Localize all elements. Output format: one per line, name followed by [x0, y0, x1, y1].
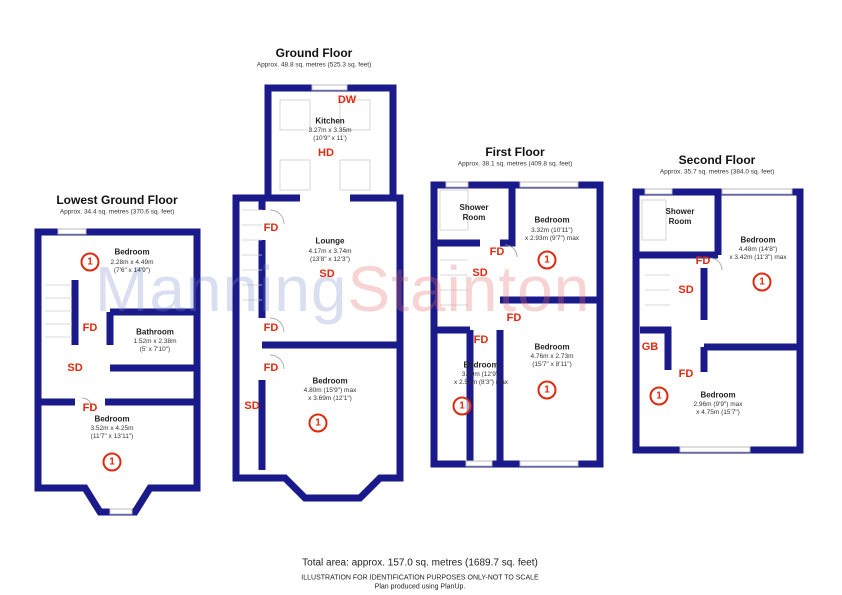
floor-title: Ground Floor	[275, 46, 353, 60]
fire-door-label: FD	[678, 368, 694, 380]
room-name: Bedroom	[463, 360, 499, 370]
fire-door-label: FD	[473, 334, 489, 346]
smoke-detector-label: SD	[472, 267, 488, 279]
room-dim-imperial: (13'8" x 12'3")	[310, 256, 350, 263]
heat-detector-label: HD	[318, 147, 334, 159]
fire-door-label: FD	[263, 222, 279, 234]
ground-inner-wall	[258, 194, 400, 470]
room-dim-metric: 2.28m x 4.49m	[110, 259, 154, 266]
room-dim-metric: 3.89m (12'9")	[461, 371, 501, 378]
bedroom-number-badge: 1	[308, 413, 328, 433]
room-dim-imperial: (7'6" x 14'9")	[113, 267, 151, 274]
room-dim-imperial: x 3.42m (11'3") max	[729, 254, 787, 261]
smoke-detector-label: SD	[67, 362, 83, 374]
floor-area: Approx. 38.1 sq. metres (409.8 sq. feet)	[457, 160, 573, 168]
room-dim-metric: 1.52m x 2.38m	[133, 338, 177, 345]
fire-door-label: FD	[695, 255, 711, 267]
room-dim-metric: 4.48m (14'8")	[738, 246, 778, 253]
room-dim-metric: 3.52m x 4.25m	[90, 425, 134, 432]
fire-door-label: FD	[82, 402, 98, 414]
room-dim-metric: 4.76m x 2.73m	[530, 353, 574, 360]
smoke-detector-label: SD	[678, 284, 694, 296]
room-dims: 3.27m x 3.35m(10'9" x 11')	[309, 127, 352, 143]
disclaimer: ILLUSTRATION FOR IDENTIFICATION PURPOSES…	[301, 574, 539, 582]
room-dim-imperial: (10'9" x 11')	[313, 135, 347, 142]
room-name: Bedroom	[114, 247, 150, 257]
fire-door-label: FD	[489, 246, 505, 258]
floor-title: Lowest Ground Floor	[56, 193, 178, 207]
bedroom-number-badge: 1	[752, 272, 772, 292]
watermark-text-1: Manning	[95, 253, 348, 325]
room-name: Shower Room	[459, 203, 489, 222]
room-name: Kitchen	[315, 116, 345, 126]
bedroom-number-badge: 1	[537, 380, 557, 400]
floor-area: Approx. 48.8 sq. metres (525.3 sq. feet)	[256, 61, 372, 69]
smoke-detector-label: SD	[244, 400, 260, 412]
room-name: Lounge	[315, 236, 345, 246]
room-dim-imperial: x 3.69m (12'1")	[308, 395, 352, 402]
room-dims: 1.52m x 2.38m(5' x 7'10")	[134, 338, 177, 354]
floor-area: Approx. 34.4 sq. metres (370.6 sq. feet)	[59, 208, 175, 216]
bedroom-number-badge: 1	[102, 452, 122, 472]
fire-door-label: FD	[263, 362, 279, 374]
room-name: Bedroom	[534, 342, 570, 352]
total-area: Total area: approx. 157.0 sq. metres (16…	[302, 557, 538, 569]
lowest-ground-inner-wall	[38, 280, 197, 406]
floor-title: Second Floor	[678, 153, 756, 167]
room-name: Bathroom	[136, 327, 174, 337]
gas-boiler-label: GB	[641, 341, 659, 353]
bedroom-number-badge: 1	[537, 250, 557, 270]
bedroom-number-badge: 1	[80, 252, 100, 272]
smoke-detector-label: SD	[319, 268, 335, 280]
room-dim-imperial: x 2.93m (9'7") max	[524, 235, 580, 242]
room-dim-imperial: (15'7" x 8'11")	[532, 361, 572, 368]
plan-credit: Plan produced using PlanUp.	[374, 583, 466, 591]
room-dim-metric: 4.17m x 3.74m	[308, 248, 352, 255]
room-dim-imperial: x 2.51m (8'3") max	[453, 379, 509, 386]
fire-door-label: FD	[263, 322, 279, 334]
second-inner-wall	[636, 192, 800, 372]
room-name: Bedroom	[534, 215, 570, 225]
bedroom-number-badge: 1	[649, 386, 669, 406]
room-name: Shower Room	[665, 207, 695, 226]
lowest-ground-outer-wall	[34, 228, 201, 516]
room-dim-metric: 4.80m (15'9") max	[303, 387, 357, 394]
room-name: Bedroom	[700, 390, 736, 400]
floor-title: First Floor	[485, 145, 545, 159]
room-dim-metric: 2.96m (9'9") max	[693, 401, 743, 408]
room-dims: 2.28m x 4.49m(7'6" x 14'9")	[111, 259, 154, 275]
room-name: Bedroom	[740, 235, 776, 245]
bedroom-number-badge: 1	[452, 396, 472, 416]
room-name: Bedroom	[312, 376, 348, 386]
fire-door-label: FD	[506, 312, 522, 324]
room-dim-imperial: (5' x 7'10")	[139, 346, 171, 353]
room-dims: 3.32m (10'11")x 2.93m (9'7") max	[525, 227, 579, 243]
first-inner-wall	[430, 185, 600, 464]
room-dims: 4.76m x 2.73m(15'7" x 8'11")	[531, 353, 574, 369]
room-dim-imperial: x 4.75m (15'7")	[696, 409, 740, 416]
room-dims: 3.89m (12'9")x 2.51m (8'3") max	[454, 371, 508, 387]
room-name: Bedroom	[94, 414, 130, 424]
fire-door-label: FD	[82, 322, 98, 334]
room-dim-metric: 3.27m x 3.35m	[308, 127, 352, 134]
room-dims: 4.17m x 3.74m(13'8" x 12'3")	[309, 248, 352, 264]
room-dims: 3.52m x 4.25m(11'7" x 13'11")	[91, 425, 134, 441]
room-dim-metric: 3.32m (10'11")	[531, 227, 573, 234]
room-dims: 4.48m (14'8")x 3.42m (11'3") max	[729, 246, 786, 262]
room-dim-imperial: (11'7" x 13'11")	[90, 433, 134, 440]
floor-area: Approx. 35.7 sq. metres (384.0 sq. feet)	[659, 168, 775, 176]
dishwasher-label: DW	[337, 94, 357, 106]
